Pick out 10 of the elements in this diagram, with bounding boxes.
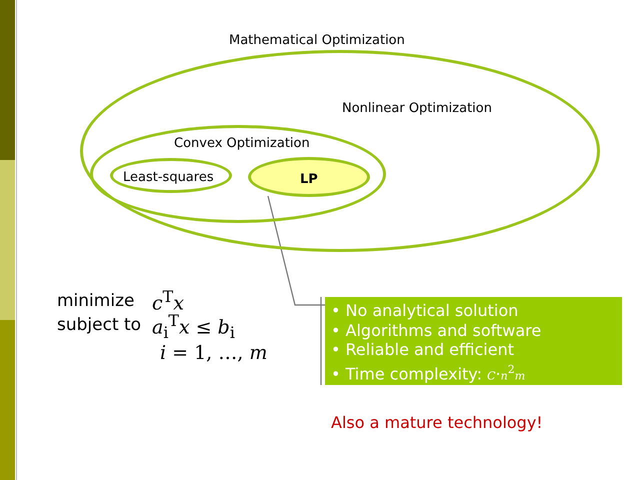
region-label: Nonlinear Optimization xyxy=(342,101,492,116)
region-title: Mathematical Optimization xyxy=(229,33,405,48)
region-title: Least-squares xyxy=(123,170,214,185)
leader-line xyxy=(267,195,326,386)
formula-keyword: minimize xyxy=(57,291,134,311)
formula: i = 1, …, m xyxy=(160,342,268,364)
note: Also a mature technology! xyxy=(331,413,543,432)
formula-keyword: subject to xyxy=(57,315,142,335)
region-title: Convex Optimization xyxy=(174,136,310,151)
region-title: LP xyxy=(300,172,318,187)
